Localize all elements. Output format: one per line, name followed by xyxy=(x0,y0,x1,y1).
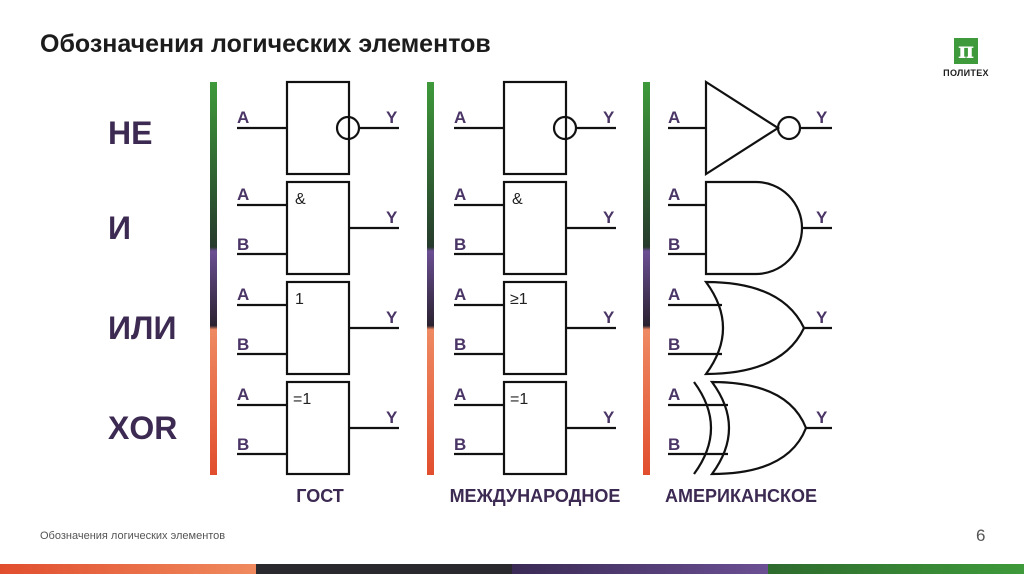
pin-y-label: Y xyxy=(816,308,828,327)
row-label-xor: XOR xyxy=(108,410,178,446)
gost-symbol: 1 xyxy=(295,291,304,308)
us-and-gate: A B Y xyxy=(668,180,832,276)
us-or-gate: A B Y xyxy=(668,280,832,376)
gost-symbol: =1 xyxy=(293,391,311,408)
pin-a-label: A xyxy=(237,385,249,404)
pin-y-label: Y xyxy=(386,208,398,227)
pin-a-label: A xyxy=(668,385,680,404)
slide-title: Обозначения логических элементов xyxy=(40,30,491,58)
intl-and-gate: A B Y & xyxy=(454,180,616,276)
pin-a-label: A xyxy=(668,108,680,127)
row-label-and: И xyxy=(108,210,131,246)
color-stripe xyxy=(643,82,650,475)
pin-a-label: A xyxy=(237,185,249,204)
pin-y-label: Y xyxy=(816,108,828,127)
page-number: 6 xyxy=(976,526,986,545)
pi-icon: π xyxy=(954,38,978,64)
logo-text: ПОЛИТЕХ xyxy=(943,68,989,78)
pin-y-label: Y xyxy=(603,208,615,227)
color-stripe xyxy=(210,82,217,475)
column-label-gost: ГОСТ xyxy=(296,486,344,506)
row-label-not: НЕ xyxy=(108,115,153,151)
color-stripe xyxy=(427,82,434,475)
pin-y-label: Y xyxy=(816,408,828,427)
politech-logo: π ПОЛИТЕХ xyxy=(940,38,992,84)
pin-b-label: B xyxy=(237,435,249,454)
pin-y-label: Y xyxy=(603,408,615,427)
pin-b-label: B xyxy=(454,435,466,454)
column-label-international: МЕЖДУНАРОДНОЕ xyxy=(449,486,621,506)
gost-not-gate: A Y xyxy=(237,80,399,176)
pin-a-label: A xyxy=(454,108,466,127)
intl-not-gate: A Y xyxy=(454,80,616,176)
footer-bar-green xyxy=(768,564,1024,574)
pin-b-label: B xyxy=(454,235,466,254)
gost-xor-gate: A B Y =1 xyxy=(237,380,399,476)
pin-a-label: A xyxy=(668,185,680,204)
column-label-american: АМЕРИКАНСКОЕ xyxy=(665,486,817,506)
gost-or-gate: A B Y 1 xyxy=(237,280,399,376)
pin-a-label: A xyxy=(454,285,466,304)
pin-a-label: A xyxy=(237,108,249,127)
pin-b-label: B xyxy=(668,235,680,254)
footer-bar-dark xyxy=(256,564,512,574)
pin-a-label: A xyxy=(237,285,249,304)
pin-a-label: A xyxy=(454,185,466,204)
intl-or-gate: A B Y ≥1 xyxy=(454,280,616,376)
intl-xor-gate: A B Y =1 xyxy=(454,380,616,476)
pin-y-label: Y xyxy=(386,408,398,427)
footer-text: Обозначения логических элементов xyxy=(40,530,226,542)
pin-b-label: B xyxy=(668,435,680,454)
pin-b-label: B xyxy=(668,335,680,354)
pin-y-label: Y xyxy=(816,208,828,227)
us-not-gate: A Y xyxy=(668,79,832,177)
pin-y-label: Y xyxy=(603,108,615,127)
pin-b-label: B xyxy=(237,335,249,354)
pin-a-label: A xyxy=(668,285,680,304)
pin-y-label: Y xyxy=(386,308,398,327)
pin-y-label: Y xyxy=(603,308,615,327)
intl-symbol: & xyxy=(512,191,523,208)
footer-bar-orange xyxy=(0,564,256,574)
pin-y-label: Y xyxy=(386,108,398,127)
footer-bar-purple xyxy=(512,564,768,574)
pin-b-label: B xyxy=(237,235,249,254)
gost-and-gate: A B Y & xyxy=(237,180,399,276)
us-xor-gate: A B Y xyxy=(668,380,832,476)
footer-color-bar xyxy=(0,564,1024,574)
pin-b-label: B xyxy=(454,335,466,354)
gost-symbol: & xyxy=(295,191,306,208)
row-label-or: ИЛИ xyxy=(108,310,177,346)
intl-symbol: =1 xyxy=(510,391,528,408)
intl-symbol: ≥1 xyxy=(510,291,528,308)
pin-a-label: A xyxy=(454,385,466,404)
